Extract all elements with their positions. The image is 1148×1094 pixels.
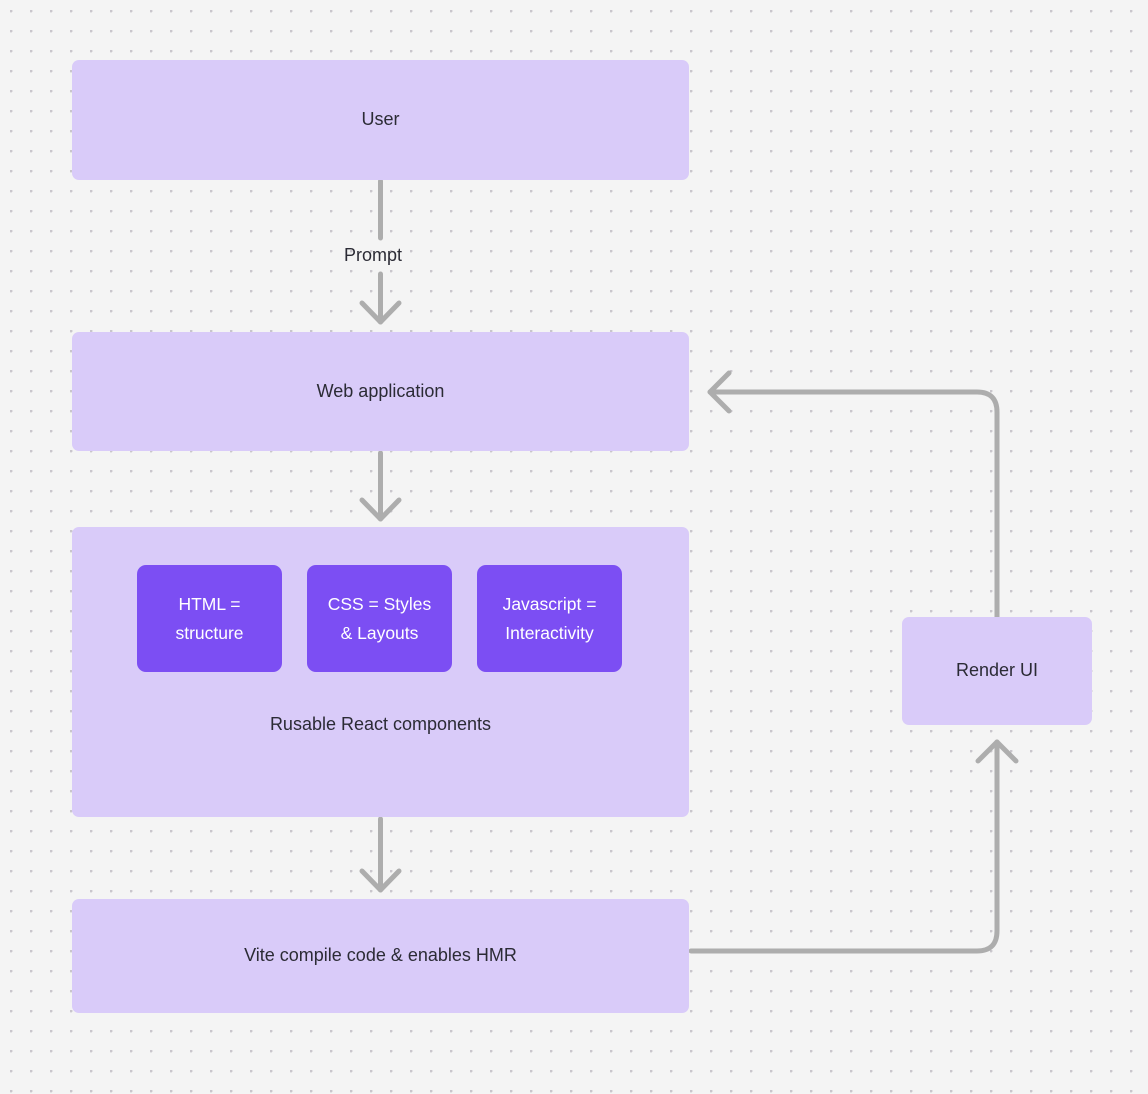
node-web-application-label: Web application — [316, 380, 445, 401]
node-javascript[interactable]: Javascript = Interactivity — [477, 565, 622, 672]
node-user[interactable]: User — [72, 60, 689, 180]
edge-user-to-webapp-arrowhead — [359, 300, 402, 325]
node-render-ui-label: Render UI — [955, 660, 1039, 681]
node-javascript-label: Javascript = Interactivity — [503, 590, 597, 647]
node-html-label: HTML = structure — [175, 590, 243, 647]
node-css-label: CSS = Styles & Layouts — [328, 590, 432, 647]
node-web-application[interactable]: Web application — [72, 332, 689, 451]
node-vite-label: Vite compile code & enables HMR — [244, 945, 517, 966]
node-css[interactable]: CSS = Styles & Layouts — [307, 565, 452, 672]
node-javascript-line1: Javascript = — [502, 594, 597, 615]
node-vite[interactable]: Vite compile code & enables HMR — [72, 899, 689, 1013]
node-components-group-caption: Rusable React components — [269, 714, 492, 734]
edge-renderui-to-webapp — [707, 389, 1000, 620]
node-html-line2: structure — [175, 622, 244, 643]
node-user-label: User — [361, 109, 400, 130]
edge-renderui-to-webapp-arrowhead — [707, 370, 732, 414]
node-render-ui[interactable]: Render UI — [902, 617, 1092, 725]
node-css-line2: & Layouts — [340, 622, 419, 643]
edge-webapp-to-components-arrowhead — [359, 497, 402, 522]
node-html-line1: HTML = — [178, 594, 241, 615]
edge-components-to-vite-arrowhead — [359, 868, 402, 893]
edge-vite-to-renderui — [688, 739, 1000, 954]
edge-label-prompt: Prompt — [344, 245, 403, 265]
node-javascript-line2: Interactivity — [505, 622, 594, 643]
edge-vite-to-renderui-arrowhead — [975, 739, 1019, 764]
node-css-line1: CSS = Styles — [327, 594, 432, 615]
node-html[interactable]: HTML = structure — [137, 565, 282, 672]
